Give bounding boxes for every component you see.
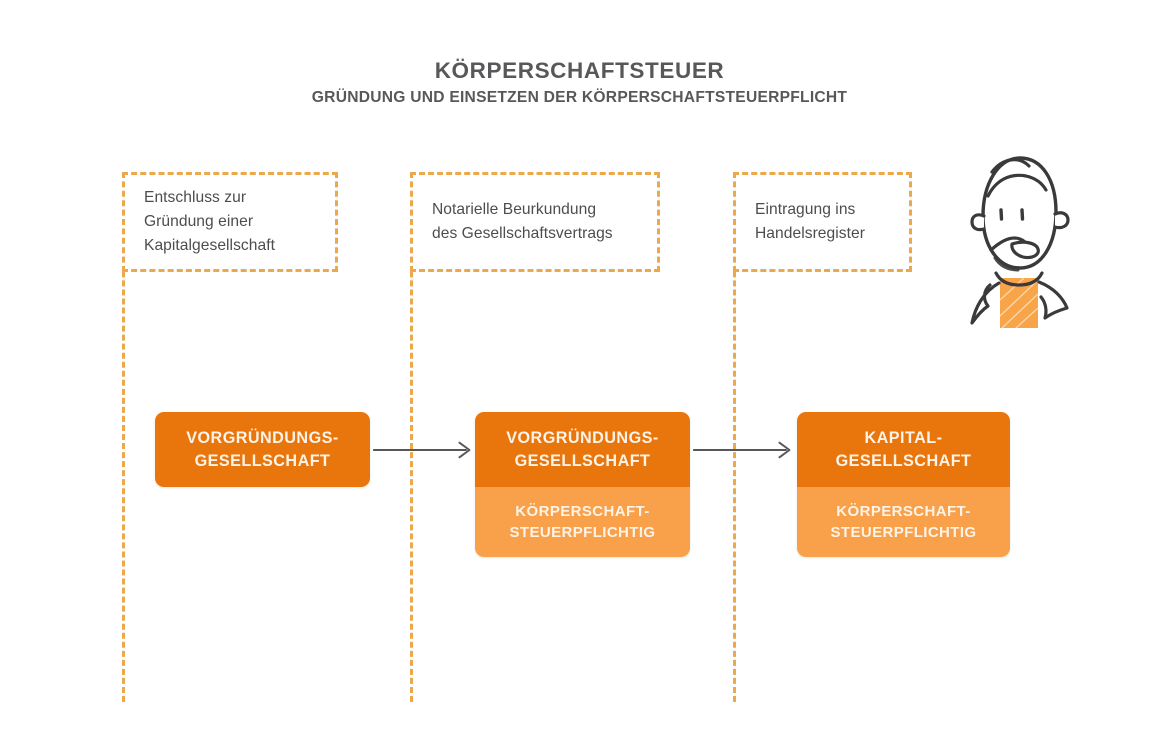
process-box-step-2-label: VORGRÜNDUNGS- GESELLSCHAFT <box>475 412 690 487</box>
caption-box-step-3: Eintragung ins Handelsregister <box>733 172 912 272</box>
figure-tongue <box>1010 240 1040 260</box>
guide-line-step-3 <box>733 172 736 702</box>
page-subtitle: GRÜNDUNG UND EINSETZEN DER KÖRPERSCHAFTS… <box>311 88 848 106</box>
caption-text-step-2: Notarielle Beurkundung des Gesellschafts… <box>432 201 613 242</box>
figure-left-ear <box>970 213 986 232</box>
figure-hair-strand <box>990 158 1031 174</box>
figure-collar <box>994 271 1044 287</box>
process-box-step-3[interactable]: KAPITAL- GESELLSCHAFT KÖRPERSCHAFT- STEU… <box>797 412 1010 557</box>
process-box-step-1-label: VORGRÜNDUNGS- GESELLSCHAFT <box>155 412 370 487</box>
figure-left-arm <box>970 281 1001 325</box>
arrow-step-1-to-2 <box>373 441 471 459</box>
stick-figure-character <box>970 156 1070 329</box>
figure-right-arm <box>1037 280 1069 320</box>
process-box-step-2-tax-status: KÖRPERSCHAFT- STEUERPFLICHTIG <box>475 487 690 557</box>
caption-text-step-1: Entschluss zur Gründung einer Kapitalges… <box>144 189 275 254</box>
page-title: KÖRPERSCHAFTSTEUER <box>434 58 725 83</box>
guide-line-step-2 <box>410 172 413 702</box>
process-box-step-3-tax-status: KÖRPERSCHAFT- STEUERPFLICHTIG <box>797 487 1010 557</box>
process-box-step-2[interactable]: VORGRÜNDUNGS- GESELLSCHAFT KÖRPERSCHAFT-… <box>475 412 690 557</box>
figure-hairline <box>986 173 1048 198</box>
caption-text-step-3: Eintragung ins Handelsregister <box>755 201 865 242</box>
process-box-step-3-label: KAPITAL- GESELLSCHAFT <box>797 412 1010 487</box>
figure-right-eye <box>1020 208 1025 221</box>
process-box-step-1[interactable]: VORGRÜNDUNGS- GESELLSCHAFT <box>155 412 370 487</box>
figure-jaw-accent <box>993 256 1020 272</box>
caption-box-step-2: Notarielle Beurkundung des Gesellschafts… <box>410 172 660 272</box>
arrow-step-2-to-3 <box>693 441 791 459</box>
guide-line-step-1 <box>122 172 125 702</box>
header-block: KÖRPERSCHAFTSTEUER GRÜNDUNG UND EINSETZE… <box>0 58 1159 107</box>
figure-right-ear <box>1053 211 1070 230</box>
caption-box-step-1: Entschluss zur Gründung einer Kapitalges… <box>122 172 338 272</box>
figure-left-eye <box>999 208 1004 221</box>
